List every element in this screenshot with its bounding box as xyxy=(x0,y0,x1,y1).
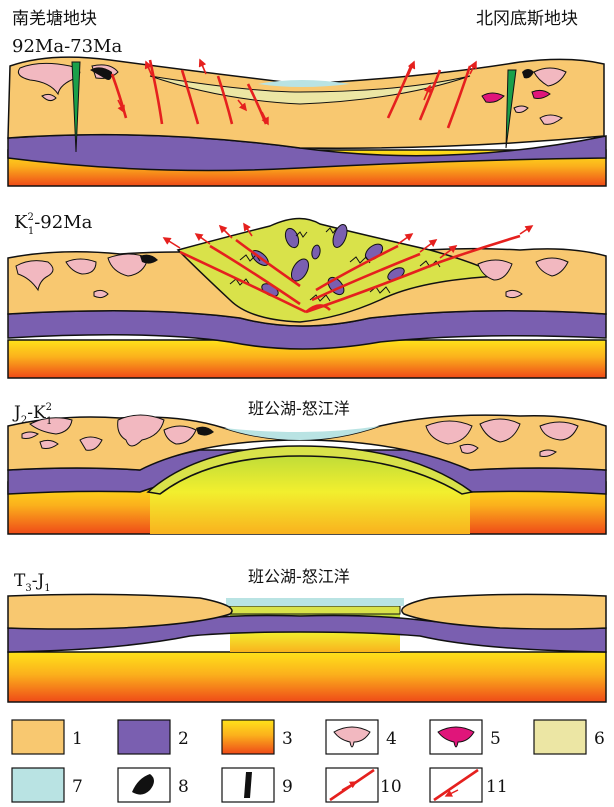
panel-4-section: T3-J1 班公湖-怒江洋 xyxy=(8,567,606,702)
legend-label-6: 6 xyxy=(594,729,605,749)
panel-1-right-block-label: 北冈底斯地块 xyxy=(476,9,578,29)
legend-label-7: 7 xyxy=(72,777,83,797)
legend: 1 2 3 4 5 6 7 8 9 10 11 xyxy=(12,720,605,802)
legend-label-10: 10 xyxy=(380,777,402,797)
legend-orange-fill-swatch xyxy=(12,720,64,754)
panel-4-ocean xyxy=(226,598,404,606)
legend-label-5: 5 xyxy=(490,729,501,749)
panel-4-oceanic-crust xyxy=(230,606,400,614)
panel-4-ocean-label: 班公湖-怒江洋 xyxy=(248,567,350,586)
legend-label-8: 8 xyxy=(178,777,189,797)
legend-yellow-red-gradient-swatch xyxy=(222,720,274,754)
panel-4-mantle xyxy=(8,652,606,702)
legend-label-2: 2 xyxy=(178,729,189,749)
panel-1-left-block-label: 南羌塘地块 xyxy=(12,9,97,29)
panel-3-ocean-label: 班公湖-怒江洋 xyxy=(248,399,350,418)
legend-label-1: 1 xyxy=(72,729,83,749)
panel-1-age-label: 92Ma-73Ma xyxy=(12,36,122,57)
legend-label-4: 4 xyxy=(386,729,397,749)
legend-label-9: 9 xyxy=(282,777,293,797)
panel-1-section: 南羌塘地块 北冈底斯地块 92Ma-73Ma xyxy=(8,9,606,186)
legend-purple-fill-swatch xyxy=(118,720,170,754)
legend-light-cyan-swatch xyxy=(12,768,64,802)
legend-pale-yellow-swatch xyxy=(534,720,586,754)
legend-label-3: 3 xyxy=(282,729,293,749)
panel-4-age-label: T3-J1 xyxy=(14,571,51,594)
legend-label-11: 11 xyxy=(486,777,508,797)
